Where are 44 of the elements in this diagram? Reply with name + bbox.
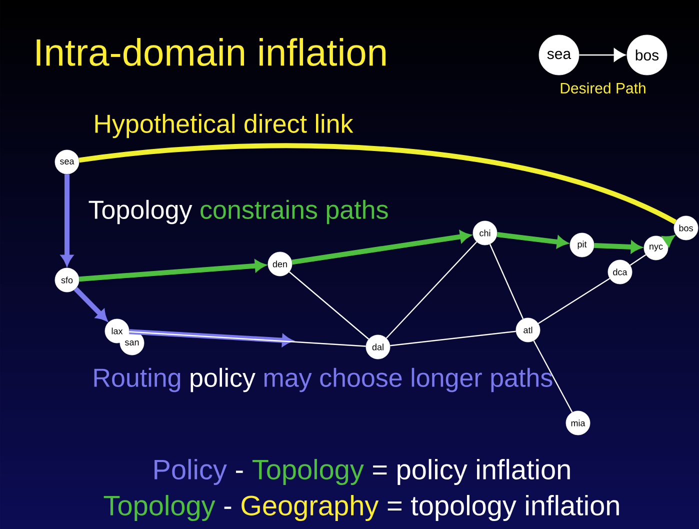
label: - — [224, 506, 232, 509]
city-node: sfo — [54, 268, 80, 292]
city-node: nyc — [644, 236, 668, 260]
arrow — [292, 230, 471, 265]
arrow — [78, 260, 266, 282]
city-node: dal — [366, 334, 390, 360]
city-node: den — [268, 252, 292, 276]
title: Intra-domain inflation — [36, 38, 386, 66]
label: Geography — [242, 494, 379, 522]
annotation-text: Topology constrains paths — [88, 200, 388, 224]
annotation-text: Routing policy may choose longer paths — [94, 368, 552, 392]
link-line — [386, 241, 478, 339]
arrow — [662, 235, 674, 246]
link-line — [288, 271, 370, 340]
label: Topology — [252, 458, 364, 486]
city-node: chi — [472, 220, 498, 246]
caption: Desired Path — [560, 82, 646, 94]
label: = topology inflation — [388, 494, 619, 522]
city-node: mia — [566, 410, 590, 436]
annotation-text: Topology - Geography = topology inflation — [104, 494, 619, 522]
label: - — [236, 470, 243, 473]
city-node: bos — [674, 216, 698, 240]
link-line — [630, 254, 646, 266]
arrow — [594, 241, 642, 253]
arrow — [61, 174, 73, 266]
label: Policy — [154, 458, 227, 486]
annotation-text: Policy - Topology = policy inflation — [154, 458, 570, 486]
arrow — [496, 232, 568, 248]
city-node: sea — [54, 150, 80, 174]
link-line — [489, 244, 524, 320]
label: = policy inflation — [373, 458, 570, 486]
link-line — [538, 278, 610, 324]
annotation-text: Hypothetical direct link — [95, 114, 354, 138]
link-line — [390, 330, 516, 346]
city-node: pit — [570, 232, 594, 258]
city-node: dca — [608, 260, 632, 284]
link-line — [129, 331, 366, 347]
arrow — [129, 329, 293, 346]
link-line — [78, 143, 676, 224]
link-line — [533, 340, 573, 413]
label: Topology — [104, 494, 216, 522]
city-node: atl — [516, 318, 540, 342]
arrow — [74, 286, 108, 321]
arrow — [579, 48, 626, 62]
